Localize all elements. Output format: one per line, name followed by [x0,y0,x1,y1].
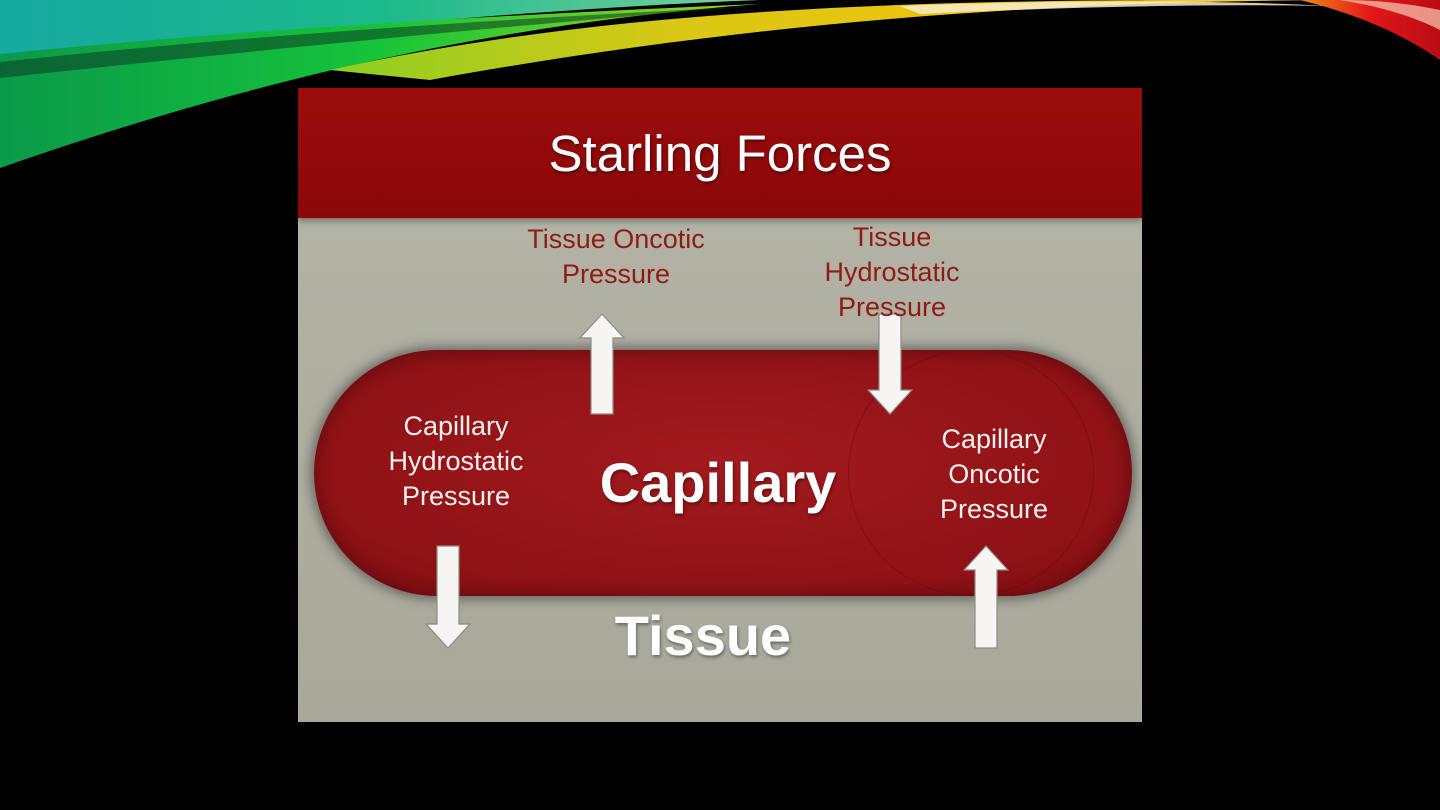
starling-forces-slide: Starling Forces Tissue Oncotic Pressure … [298,88,1142,722]
title-band [298,88,1142,218]
capillary-end-circle [848,350,1094,596]
tissue-oncotic-pressure-label: Tissue Oncotic Pressure [527,224,705,289]
capillary-hydrostatic-pressure-label: Capillary Hydrostatic Pressure [388,411,524,511]
tissue-hydrostatic-pressure-label: Tissue Hydrostatic Pressure [824,222,960,322]
tissue-oncotic-arrow-up [578,313,626,415]
slide-title: Starling Forces [548,125,892,182]
capillary-oncotic-pressure-label: Capillary Oncotic Pressure [939,424,1049,524]
swoosh-light-band [900,1,1330,14]
tissue-region-label: Tissue [614,604,792,667]
decorative-swoosh [0,0,1440,168]
capillary-region-label: Capillary [599,451,837,514]
tissue-hydrostatic-arrow-down [866,313,914,415]
capillary-hydrostatic-arrow-down [424,545,472,649]
force-arrows [424,313,1010,649]
capillary-oncotic-arrow-up [962,545,1010,649]
swoosh-gold-band [330,0,1330,80]
swoosh-teal-band [0,0,760,64]
swoosh-red-highlight [1340,0,1440,30]
